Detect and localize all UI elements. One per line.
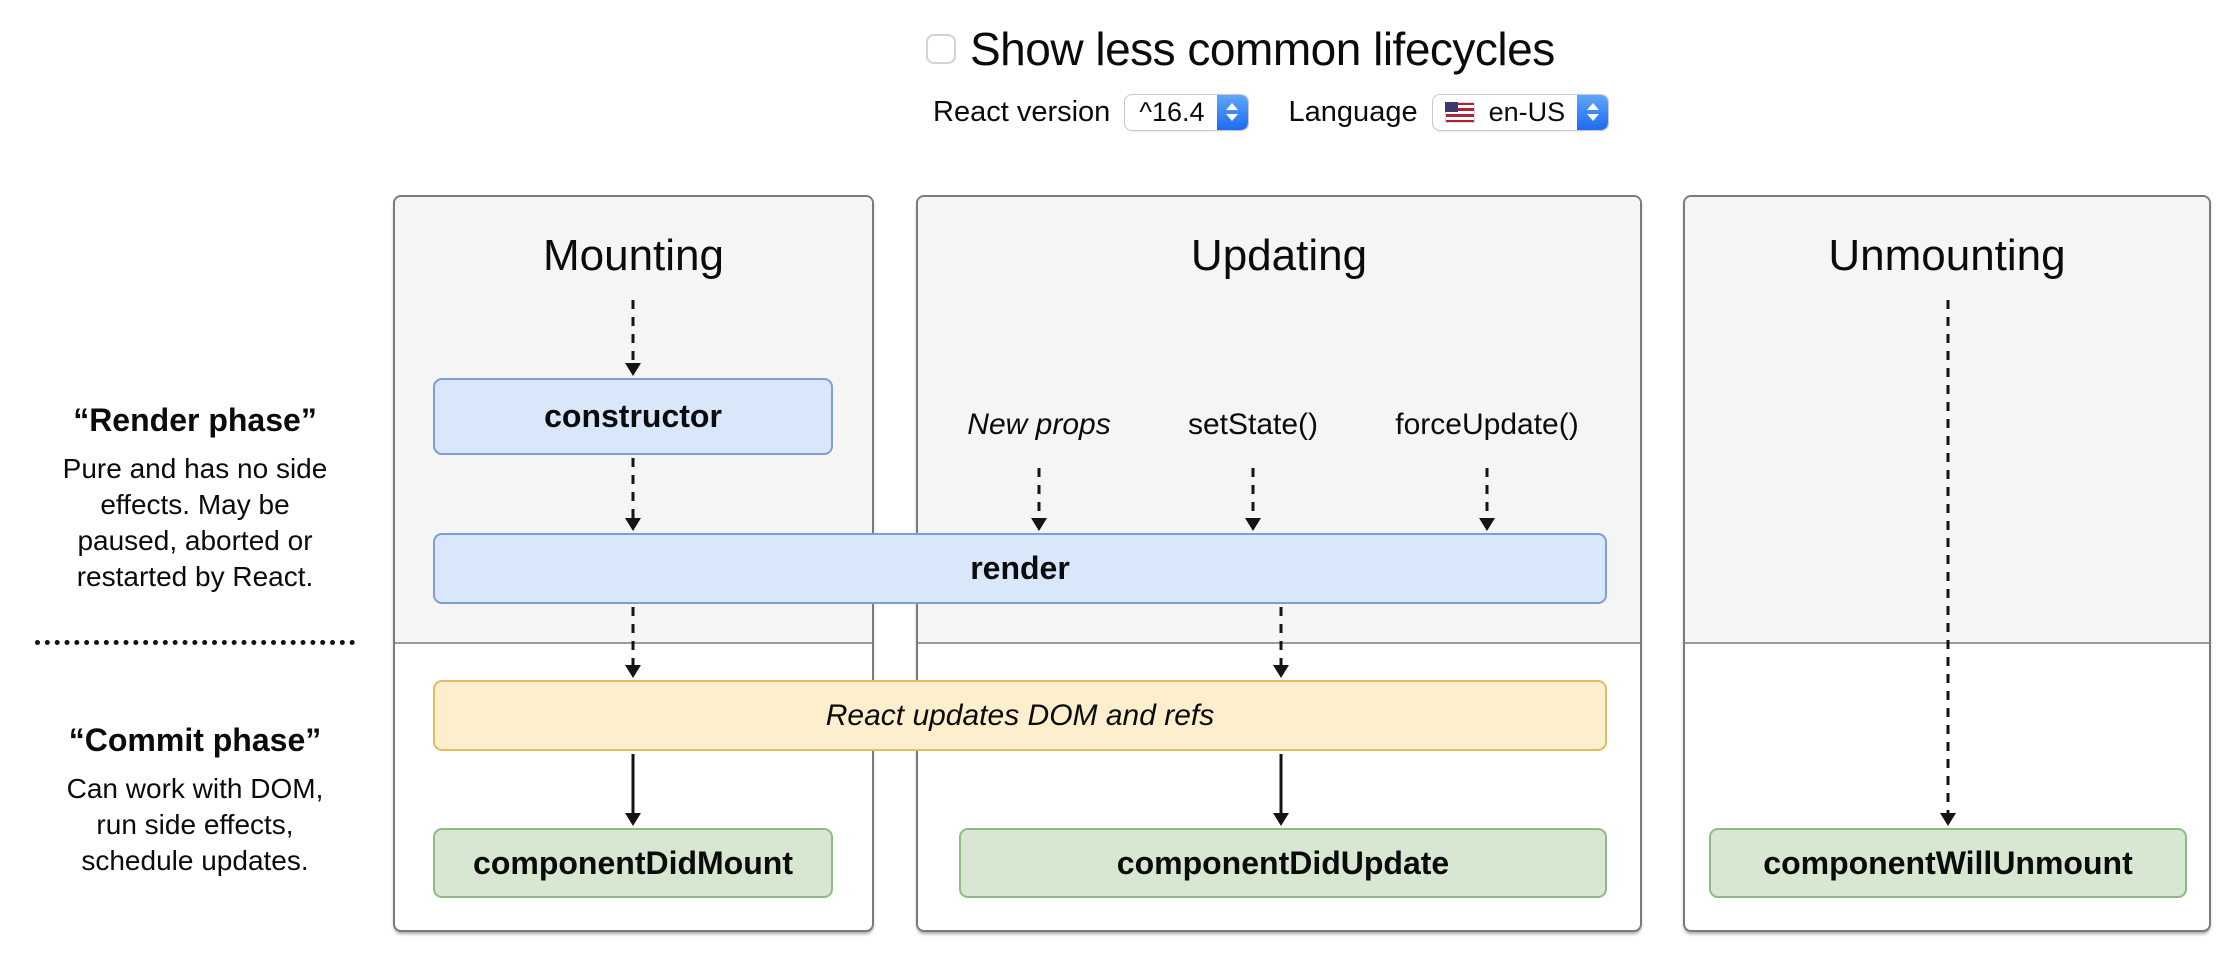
language-label: Language [1288, 95, 1418, 128]
react-version-value: ^16.4 [1139, 96, 1205, 127]
arrow-new-props-to-render [1030, 468, 1048, 531]
arrow-render-to-dom-update-mounting [624, 607, 642, 678]
arrowhead-icon [625, 363, 641, 376]
react-version-select[interactable]: ^16.4 [1124, 93, 1249, 131]
arrow-mounting-start [624, 300, 642, 376]
arrowhead-icon [1245, 518, 1261, 531]
componentwillunmount-box[interactable]: componentWillUnmount [1709, 828, 2187, 898]
trigger-set-state: setState() [1187, 408, 1319, 441]
chevron-up-icon [1226, 103, 1239, 110]
commit-phase-description: Can work with DOM, run side effects, sch… [66, 773, 324, 876]
arrowhead-icon [1273, 665, 1289, 678]
diagram-controls: React version ^16.4 Language en-US [933, 90, 1610, 134]
render-box[interactable]: render [433, 533, 1607, 604]
arrow-render-to-dom-update-updating [1272, 607, 1290, 678]
commit-phase-note: “Commit phase” Can work with DOM, run si… [30, 722, 360, 879]
unmounting-title: Unmounting [1828, 231, 2066, 280]
arrow-setstate-to-render [1244, 468, 1262, 531]
trigger-force-update: forceUpdate() [1395, 408, 1579, 441]
arrowhead-icon [1479, 518, 1495, 531]
show-less-common-checkbox[interactable] [926, 34, 956, 64]
language-value: en-US [1488, 96, 1566, 127]
react-updates-dom-box: React updates DOM and refs [433, 680, 1607, 751]
arrow-dom-update-to-componentdidmount [624, 754, 642, 826]
arrow-dom-update-to-componentdidupdate [1272, 754, 1290, 826]
language-select[interactable]: en-US [1431, 93, 1610, 131]
arrowhead-icon [625, 518, 641, 531]
show-less-common-toggle[interactable]: Show less common lifecycles [926, 20, 1555, 78]
trigger-new-props: New props [967, 408, 1111, 441]
arrowhead-icon [625, 813, 641, 826]
arrow-forceupdate-to-render [1478, 468, 1496, 531]
chevron-down-icon [1586, 114, 1599, 121]
arrowhead-icon [1273, 813, 1289, 826]
componentdidupdate-box[interactable]: componentDidUpdate [959, 828, 1607, 898]
arrowhead-icon [625, 665, 641, 678]
chevron-down-icon [1226, 114, 1239, 121]
constructor-box[interactable]: constructor [433, 378, 833, 455]
phase-divider [35, 640, 355, 645]
render-phase-note: “Render phase” Pure and has no side effe… [30, 402, 360, 595]
mounting-title: Mounting [542, 231, 724, 280]
arrowhead-icon [1031, 518, 1047, 531]
updating-title: Updating [1190, 231, 1368, 280]
commit-phase-title: “Commit phase” [68, 722, 322, 758]
arrow-unmounting-to-componentwillunmount [1939, 300, 1957, 826]
arrow-constructor-to-render [624, 458, 642, 531]
chevron-up-icon [1586, 103, 1599, 110]
select-stepper-icon [1216, 94, 1248, 130]
show-less-common-label: Show less common lifecycles [970, 23, 1555, 75]
render-phase-title: “Render phase” [73, 402, 317, 438]
us-flag-icon [1444, 101, 1475, 123]
componentdidmount-box[interactable]: componentDidMount [433, 828, 833, 898]
arrowhead-icon [1940, 813, 1956, 826]
select-stepper-icon [1577, 94, 1609, 130]
render-phase-description: Pure and has no side effects. May be pau… [62, 453, 328, 592]
react-version-label: React version [933, 95, 1111, 128]
